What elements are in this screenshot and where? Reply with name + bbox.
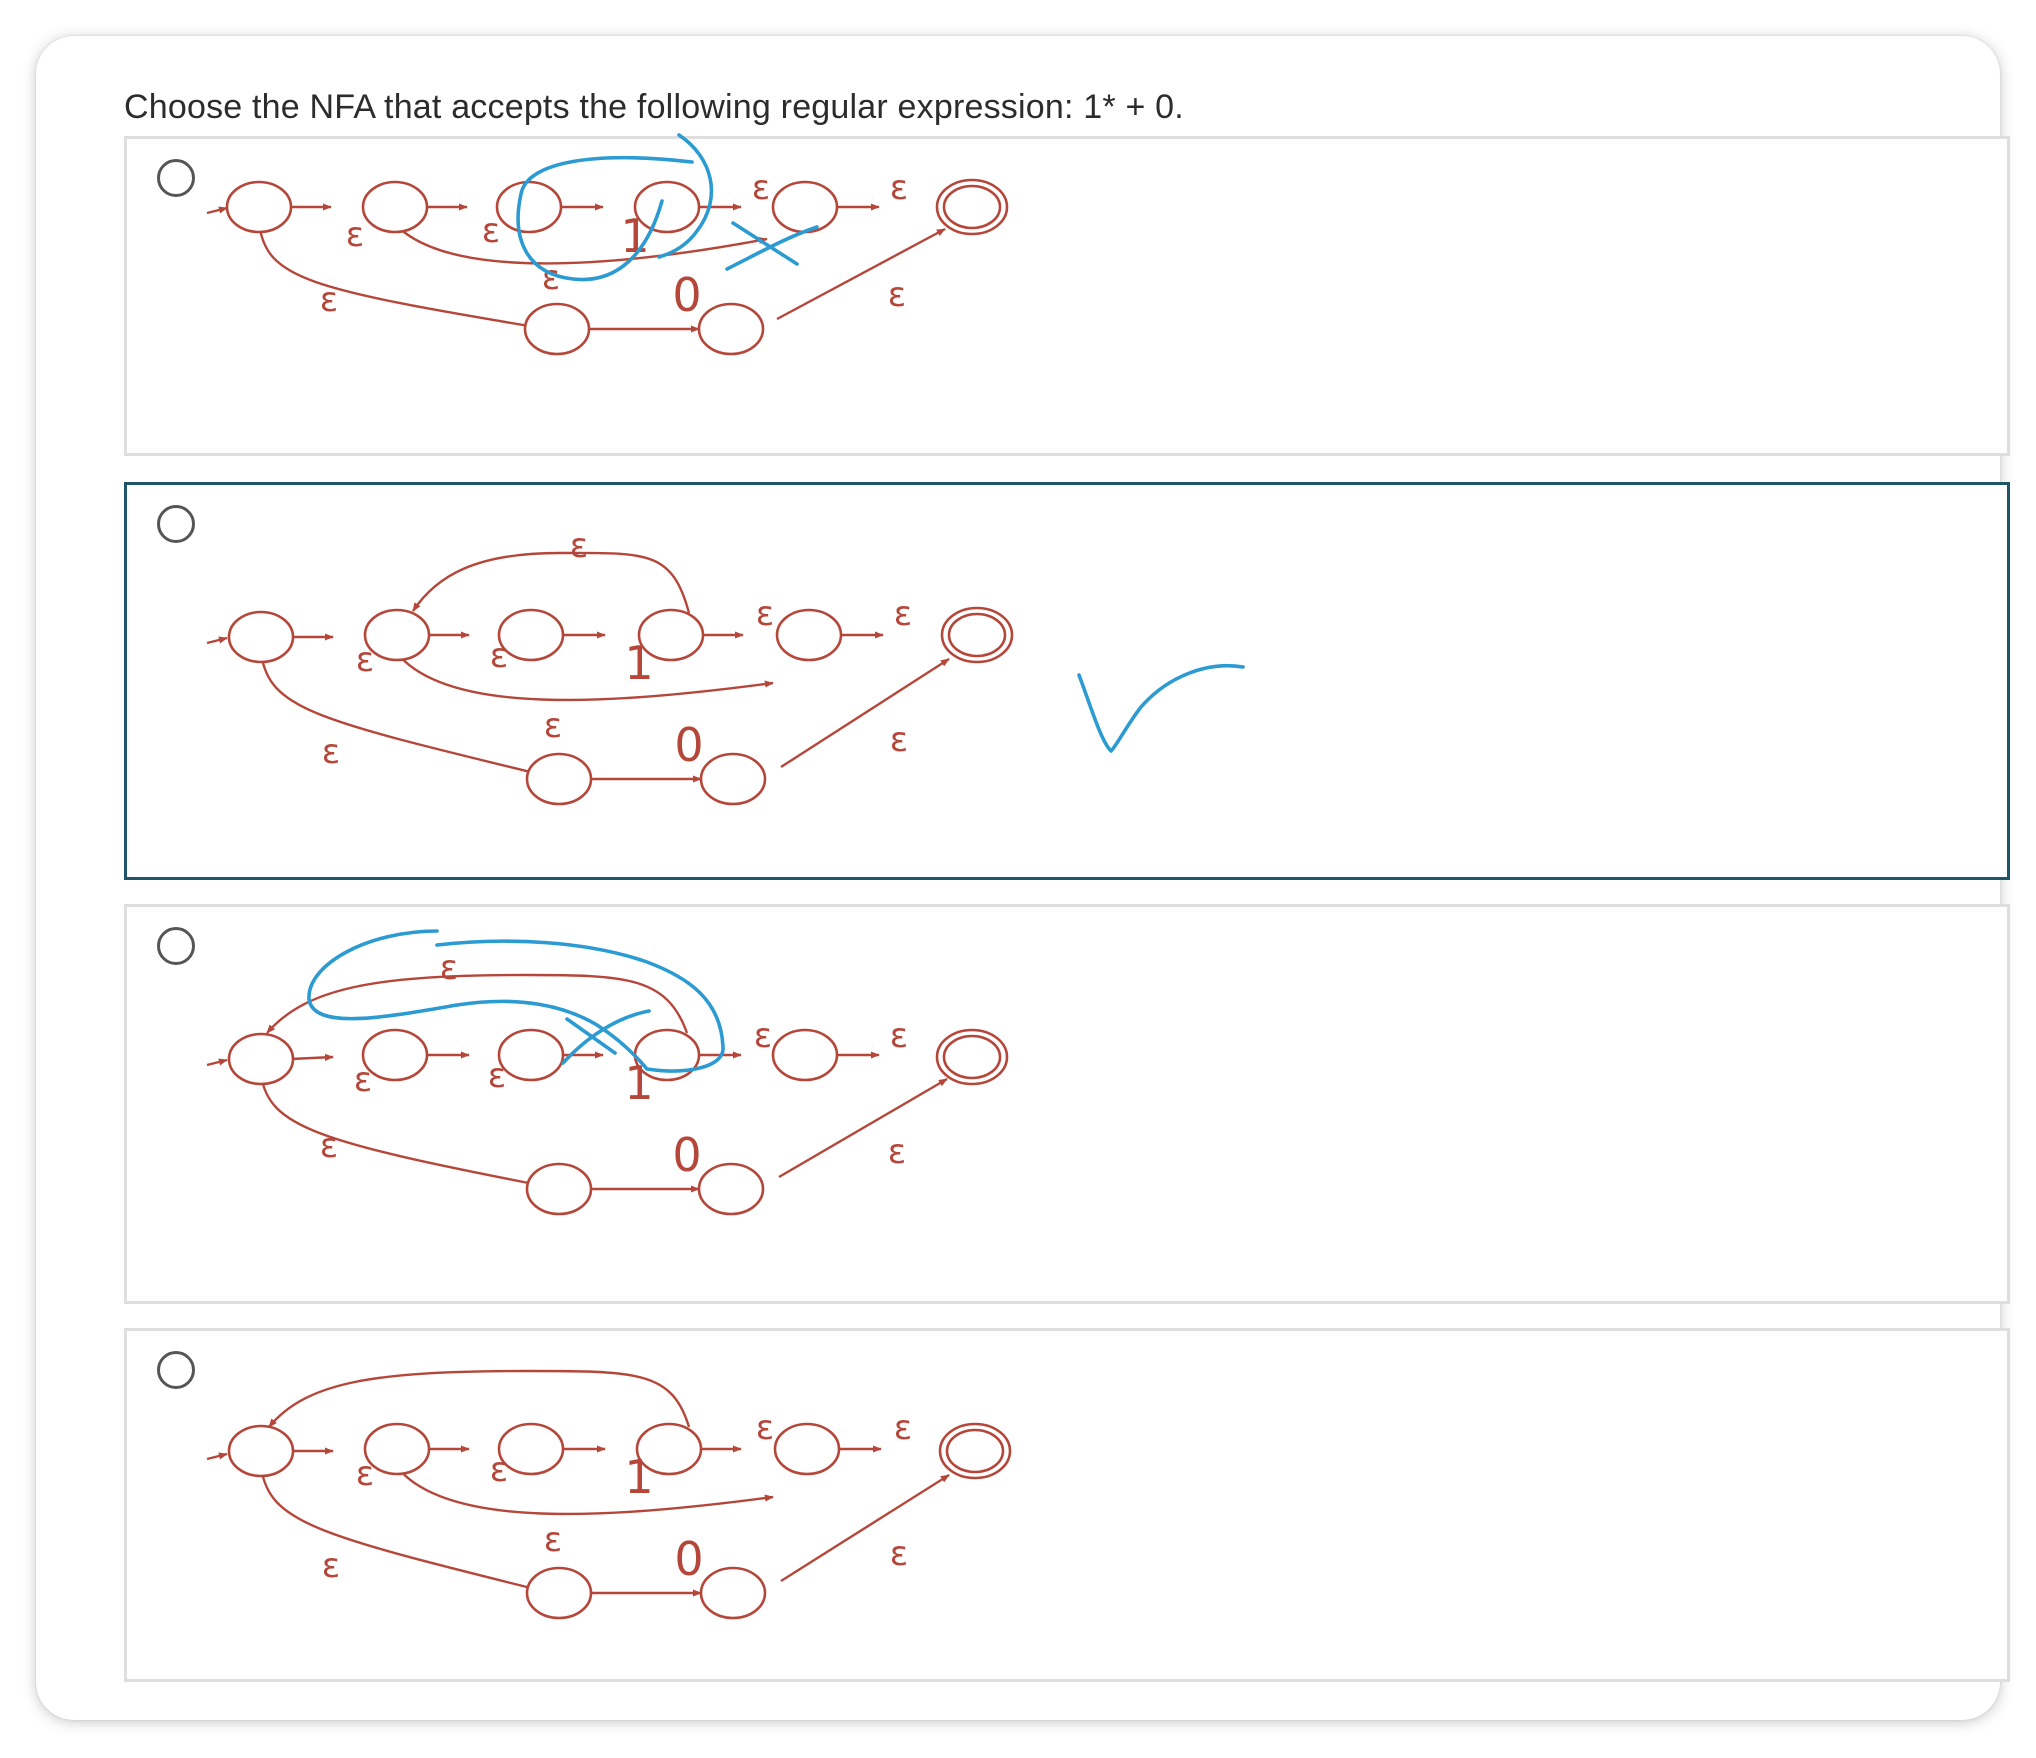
edge-label: ε [544,706,562,746]
start-arrow-icon [206,1058,228,1067]
state-q5 [525,1162,593,1216]
state-accept-inner [945,1428,1005,1474]
state-q4 [773,1422,841,1476]
edge-label: 0 [672,1128,701,1182]
edge-label: 1 [624,1450,653,1504]
edge-label: ε [570,526,588,566]
radio-button-icon[interactable] [157,1351,195,1389]
edge-label: ε [544,1520,562,1560]
edge-label: ε [888,1132,906,1172]
edge-label: 1 [624,1056,653,1110]
edge-label: ε [440,948,458,988]
edge-label: ε [894,594,912,634]
edge-label: 0 [674,718,703,772]
state-q0 [227,610,295,664]
edge-label: 1 [624,636,653,690]
edge-label: ε [542,258,560,298]
edge-label: ε [756,1408,774,1448]
state-q2 [495,180,563,234]
state-q2 [497,1422,565,1476]
state-q6 [699,752,767,806]
edge-label: ε [346,215,364,255]
state-q3 [637,608,705,662]
start-arrow-icon [206,636,228,645]
state-q2 [497,1028,565,1082]
state-q6 [697,1162,765,1216]
edge-label: ε [490,1450,508,1490]
answer-option-3[interactable]: ε ε ε 1 ε ε ε 0 ε [124,904,2010,1304]
state-q0 [225,180,293,234]
edge-label: ε [322,1546,340,1586]
edge-label: 0 [672,268,701,322]
nfa-diagram-1: ε ε 1 ε ε ε ε 0 ε [206,133,1009,356]
state-q5 [523,302,591,356]
edge-label: ε [890,1016,908,1056]
edge-label: ε [320,280,338,320]
edge-label: ε [354,1060,372,1100]
edge-label: 0 [674,1532,703,1586]
state-q3 [635,1422,703,1476]
edge-label: ε [752,168,770,208]
edge-label: ε [356,1454,374,1494]
cross-mark-icon [307,929,725,1073]
answer-option-4[interactable]: ε ε 1 ε ε ε ε 0 ε [124,1328,2010,1682]
edge-label: ε [754,1016,772,1056]
edge-label: ε [890,1534,908,1574]
edge-label: ε [320,1126,338,1166]
answer-option-2[interactable]: ε ε ε 1 ε ε ε ε 0 ε [124,482,2010,880]
nfa-diagram-2: ε ε ε 1 ε ε ε ε 0 ε [206,526,1245,806]
state-q4 [775,608,843,662]
radio-button-icon[interactable] [157,927,195,965]
edge-label: ε [890,720,908,760]
answer-option-1[interactable]: ε ε 1 ε ε ε ε 0 ε [124,133,2010,456]
state-q1 [361,1028,429,1082]
question-card: Choose the NFA that accepts the followin… [36,36,2010,1720]
state-q6 [699,1566,767,1620]
edge-label: ε [356,640,374,680]
state-q5 [525,752,593,806]
state-q1 [363,608,431,662]
state-q2 [497,608,565,662]
edge-label: ε [888,275,906,315]
checkmark-icon [1077,664,1245,753]
question-text: Choose the NFA that accepts the followin… [124,88,1184,126]
edge-label: ε [482,211,500,251]
edge-label: ε [488,1056,506,1096]
radio-button-icon[interactable] [157,505,195,543]
edge-label: ε [890,168,908,208]
state-q3 [633,180,701,234]
edge-label: ε [756,594,774,634]
start-arrow-icon [206,206,228,215]
start-arrow-icon [206,1452,228,1461]
state-q0 [227,1032,295,1086]
state-q1 [361,180,429,234]
state-q6 [697,302,765,356]
cross-mark-icon [516,133,819,282]
state-q4 [771,180,839,234]
nfa-diagram-4: ε ε 1 ε ε ε ε 0 ε [206,1369,1012,1620]
state-accept-inner [942,184,1002,230]
state-q5 [525,1566,593,1620]
state-accept-inner [942,1034,1002,1080]
edge-label: ε [894,1408,912,1448]
radio-button-icon[interactable] [157,159,195,197]
state-accept-inner [947,612,1007,658]
state-q4 [771,1028,839,1082]
nfa-diagram-3: ε ε ε 1 ε ε ε 0 ε [206,929,1009,1216]
state-q0 [227,1424,295,1478]
edge-label: ε [322,732,340,772]
edge-label: ε [490,636,508,676]
state-q1 [363,1422,431,1476]
